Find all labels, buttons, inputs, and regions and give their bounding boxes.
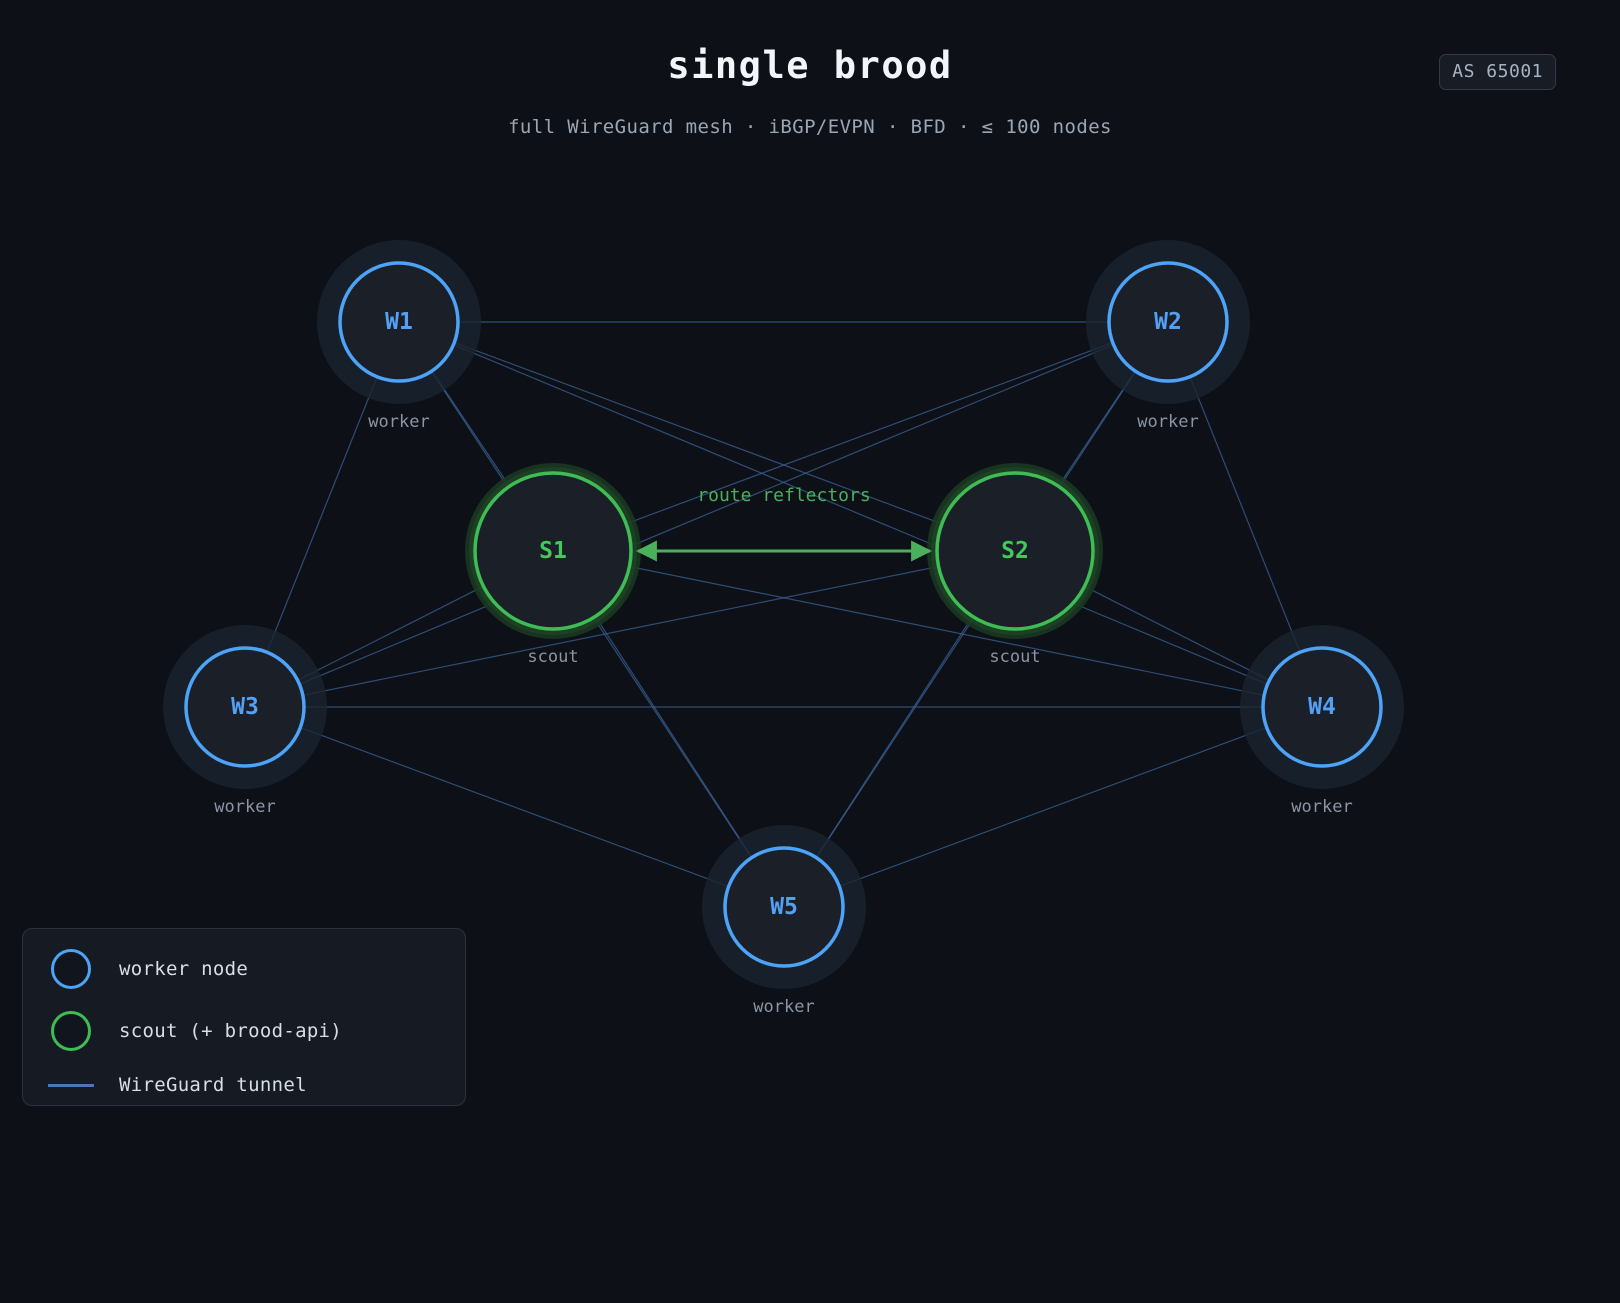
mesh-edge-w2-s1 bbox=[626, 342, 1112, 524]
node-role-w5: worker bbox=[753, 997, 814, 1017]
graph-node-w5[interactable]: W5 bbox=[723, 846, 845, 968]
worker-circle-icon bbox=[51, 949, 91, 989]
page-subtitle: full WireGuard mesh · iBGP/EVPN · BFD · … bbox=[508, 116, 1112, 138]
graph-node-w2[interactable]: W2 bbox=[1107, 261, 1229, 383]
node-circle-w5 bbox=[723, 846, 845, 968]
mesh-edge-w1-w4 bbox=[454, 344, 1267, 685]
node-circle-s1 bbox=[473, 471, 633, 631]
page-title: single brood bbox=[667, 44, 953, 87]
node-label-s2: S2 bbox=[1001, 538, 1029, 564]
node-circle-w2 bbox=[1107, 261, 1229, 383]
graph-node-w1[interactable]: W1 bbox=[338, 261, 460, 383]
legend-box: worker node scout (+ brood-api) WireGuar… bbox=[22, 928, 466, 1106]
node-circle-s2 bbox=[935, 471, 1095, 631]
legend-label-tunnel: WireGuard tunnel bbox=[119, 1074, 307, 1096]
node-label-s1: S1 bbox=[539, 538, 567, 564]
mesh-edge-w2-w4 bbox=[1189, 377, 1301, 652]
node-label-w3: W3 bbox=[231, 694, 259, 720]
mesh-edge-s1-w4 bbox=[630, 566, 1264, 696]
mesh-edge-w1-s1 bbox=[431, 371, 510, 486]
graph-node-w4[interactable]: W4 bbox=[1261, 646, 1383, 768]
node-circle-w3 bbox=[184, 646, 306, 768]
node-role-s1: scout bbox=[527, 647, 578, 667]
tunnel-line-swatch bbox=[23, 1083, 119, 1087]
mesh-edge-w2-w3 bbox=[300, 344, 1113, 685]
node-circle-w4 bbox=[1261, 646, 1383, 768]
legend-item-scout: scout (+ brood-api) bbox=[23, 1002, 467, 1060]
mesh-edge-s2-w5 bbox=[816, 616, 973, 857]
legend-item-worker: worker node bbox=[23, 940, 467, 998]
route-reflector-label: route reflectors bbox=[697, 485, 870, 506]
node-role-label-layer: worker worker scout scout worker worker worker bbox=[214, 412, 1352, 1017]
node-role-w1: worker bbox=[368, 412, 429, 432]
node-role-w2: worker bbox=[1137, 412, 1198, 432]
node-label-w2: W2 bbox=[1154, 309, 1182, 335]
as-number-badge: AS 65001 bbox=[1439, 54, 1556, 90]
legend-item-tunnel: WireGuard tunnel bbox=[23, 1056, 467, 1114]
graph-node-w3[interactable]: W3 bbox=[184, 646, 306, 768]
tunnel-line-icon bbox=[48, 1083, 94, 1087]
mesh-edge-w3-w5 bbox=[301, 727, 728, 887]
mesh-edge-s2-w4 bbox=[1085, 586, 1269, 681]
mesh-edge-w1-s2 bbox=[455, 342, 942, 525]
scout-node-swatch bbox=[23, 1011, 119, 1051]
node-label-w4: W4 bbox=[1308, 694, 1336, 720]
node-label-w5: W5 bbox=[770, 894, 798, 920]
mesh-edge-s1-w5 bbox=[595, 616, 752, 857]
scout-circle-icon bbox=[51, 1011, 91, 1051]
mesh-edge-layer bbox=[266, 321, 1301, 887]
node-role-w3: worker bbox=[214, 797, 275, 817]
mesh-edge-w2-s2 bbox=[1058, 371, 1136, 486]
node-label-w1: W1 bbox=[385, 309, 413, 335]
mesh-edge-s2-w3 bbox=[303, 566, 938, 696]
worker-node-swatch bbox=[23, 949, 119, 989]
legend-label-worker: worker node bbox=[119, 958, 249, 980]
mesh-edge-w4-w5 bbox=[840, 727, 1266, 887]
graph-node-s1[interactable]: S1 bbox=[473, 471, 633, 631]
mesh-edge-s1-w3 bbox=[298, 586, 483, 681]
graph-node-s2[interactable]: S2 bbox=[935, 471, 1095, 631]
node-role-w4: worker bbox=[1291, 797, 1352, 817]
node-circle-w1 bbox=[338, 261, 460, 383]
route-reflector-link-layer: route reflectors bbox=[635, 485, 933, 562]
node-role-s2: scout bbox=[989, 647, 1040, 667]
mesh-edge-w1-w3 bbox=[266, 377, 378, 652]
legend-label-scout: scout (+ brood-api) bbox=[119, 1020, 343, 1042]
